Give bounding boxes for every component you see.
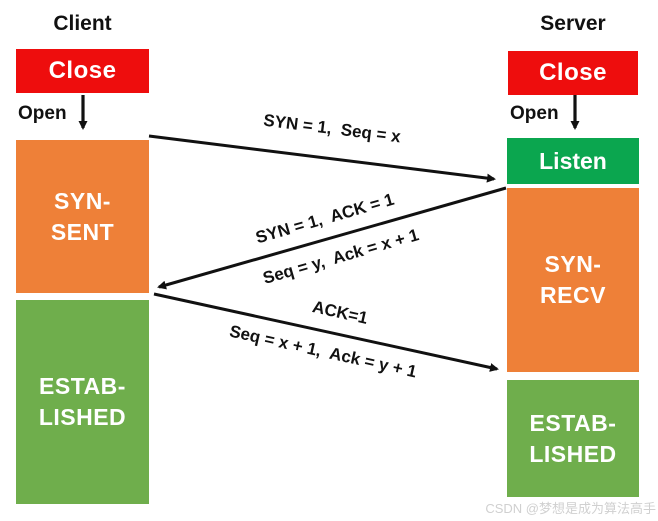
ack-message-bottom-label: Seq = x + 1, Ack = y + 1 [227,321,419,382]
client-syn-sent-line2: SENT [50,218,115,245]
server-close-box: Close [508,51,638,95]
server-listen-label: Listen [539,147,607,174]
client-syn-sent-box: SYN- SENT [16,140,149,293]
client-title: Client [53,12,112,35]
server-close-label: Close [539,59,607,86]
server-title: Server [540,12,606,35]
syn-arrow [148,134,496,183]
server-syn-recv-box: SYN- RECV [507,188,639,372]
client-open-label: Open [18,103,67,124]
server-established-box: ESTAB- LISHED [507,380,639,497]
server-syn-recv-line2: RECV [540,282,606,308]
synack-arrow [157,186,507,290]
server-established-line1: ESTAB- [529,409,617,436]
csdn-watermark: CSDN @梦想是成为算法高手 [485,501,656,516]
client-established-line2: LISHED [38,404,127,430]
syn-message-label: SYN = 1, Seq = x [262,110,402,147]
server-open-label: Open [510,103,559,124]
server-listen-box: Listen [507,138,639,184]
client-close-box: Close [16,49,149,93]
ack-message-top-label: ACK=1 [310,297,370,328]
client-close-label: Close [48,57,117,84]
client-syn-sent-line1: SYN- [54,187,111,214]
client-established-line1: ESTAB- [39,373,126,399]
server-established-line2: LISHED [529,440,617,467]
server-syn-recv-line1: SYN- [544,251,602,277]
client-established-box: ESTAB- LISHED [16,300,149,504]
